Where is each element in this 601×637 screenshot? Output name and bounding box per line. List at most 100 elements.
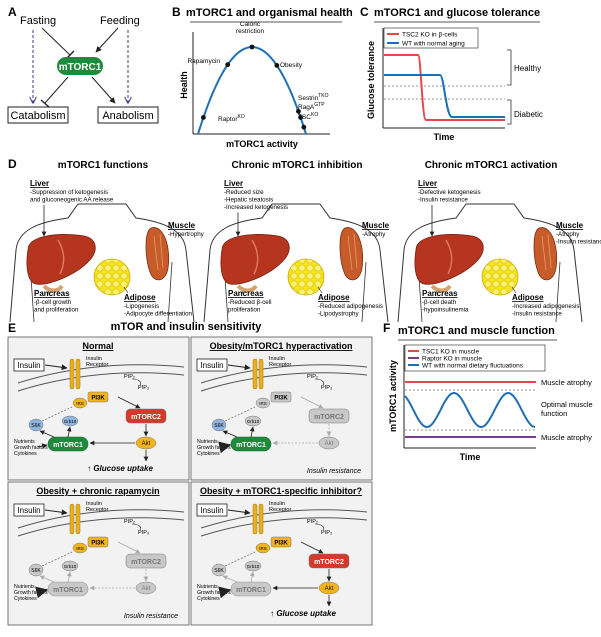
signaling-quadrant-3: Obesity + mTORC1-specific inhibitor?Insu… (190, 481, 373, 626)
muscle-line: -Atrophy (556, 231, 580, 238)
raga-gtp-sup: GTP (314, 102, 325, 108)
akt-label: Akt (325, 441, 334, 447)
nutrients-arrow (37, 443, 48, 449)
panel-c-letter: C (360, 5, 369, 19)
cytokines-label: Cytokines (14, 596, 37, 602)
quadrant-title: Obesity + mTORC1-specific inhibitor? (200, 486, 362, 496)
mtorc1-label: mTORC1 (236, 442, 266, 449)
growth-factors-label: Growth factors (197, 445, 231, 451)
liver-line: -Insulin resistance (418, 197, 468, 204)
insulin-box (196, 503, 228, 517)
irs-node (72, 397, 88, 409)
pi3k-label: PI3K (91, 396, 105, 402)
legend-tsc1-label: TSC1 KO in muscle (422, 349, 479, 356)
pip2-label: PIP₂ (124, 519, 135, 525)
quadrant-title: Obesity/mTORC1 hyperactivation (210, 341, 353, 351)
cytokines-label: Cytokines (197, 596, 220, 602)
pancreas-line: -Reduced β-cell (228, 299, 271, 306)
outcome-label: Insulin resistance (307, 468, 361, 475)
grb10-node (244, 560, 262, 572)
nutrients-arrow (35, 586, 49, 599)
column-title: Chronic mTORC1 inhibition (232, 160, 363, 171)
panel-c-legend (383, 27, 479, 49)
panel-e: E mTOR and insulin sensitivity NormalIns… (7, 321, 373, 626)
panel-a-letter: A (8, 5, 17, 19)
raptor-ko-text: Raptor (218, 116, 238, 123)
raga-gtp-text: RagA (298, 104, 315, 111)
adipose-title: Adipose (124, 293, 156, 302)
pip-conversion-arrow (131, 378, 142, 386)
panel-b-xlabel: mTORC1 activity (226, 139, 298, 149)
mtorc2-label: mTORC2 (131, 414, 161, 421)
pip3-mtorc2-arrow (117, 541, 141, 554)
insulin-arrow (44, 509, 68, 516)
tsc-ko-sup: KO (311, 112, 318, 118)
muscle-organ (339, 227, 364, 281)
diabetic-label: Diabetic (514, 110, 543, 119)
s6k-label: S6K (31, 568, 41, 574)
akt-node (135, 436, 157, 450)
muscle-title: Muscle (556, 221, 584, 230)
healthy-label: Healthy (514, 64, 541, 73)
irs-node (255, 542, 271, 554)
s6k-label: S6K (31, 423, 41, 429)
mtorc1-grb10-arrow (249, 426, 255, 438)
panel-b: B mTORC1 and organismal health Health mT… (172, 5, 353, 149)
mtorc1-grb10-arrow (249, 571, 255, 583)
mtorc1-s6k-arrow (39, 430, 55, 438)
insulin-label: Insulin (17, 506, 40, 515)
grb10-label: Grb10 (64, 564, 77, 569)
pancreas-line: -β-cell growth (34, 299, 72, 306)
irs-label: IRS (259, 546, 267, 551)
panel-e-letter: E (8, 321, 16, 335)
mtorc2-node (308, 553, 350, 569)
mtorc1-s6k-arrow (39, 575, 55, 583)
receptor-bar-right (258, 358, 264, 390)
mtorc1-grb10-arrow (66, 571, 72, 583)
pi3k-label: PI3K (91, 541, 105, 547)
liver-organ (26, 234, 96, 285)
membrane-outer (200, 509, 368, 529)
liver-title: Liver (30, 179, 49, 188)
grb10-node (244, 415, 262, 427)
legend-raptor-label: Raptor KO in muscle (422, 356, 482, 363)
receptor-bar-left (252, 503, 258, 535)
pip3-mtorc2-arrow (117, 396, 141, 409)
s6k-label: S6K (214, 423, 224, 429)
mtorc1-label: mTORC1 (53, 442, 83, 449)
caloric-restriction-text: Caloric (240, 21, 261, 28)
insulin-box (196, 358, 228, 372)
pi3k-node (270, 536, 292, 548)
grb10-label: Grb10 (64, 419, 77, 424)
nutrients-label: Nutrients (197, 439, 218, 445)
wt-aging-curve (384, 74, 505, 118)
pip2-label: PIP₂ (307, 374, 318, 380)
pancreas-line: proliferation (228, 307, 261, 314)
panel-d-letter: D (8, 157, 17, 171)
insulin-arrow (44, 364, 68, 371)
liver-highlight (251, 239, 259, 275)
liver-line: and gluconeogenic AA release (30, 197, 114, 204)
adipose-title: Adipose (512, 293, 544, 302)
muscle-title: Muscle (362, 221, 390, 230)
s6k-node (28, 418, 44, 432)
panel-f-legend (404, 344, 546, 372)
nutrients-label: Nutrients (14, 584, 35, 590)
receptor-bar-left (69, 503, 75, 535)
mtorc1-node (57, 57, 103, 75)
receptor-label-1: Insulin (86, 356, 102, 362)
akt-node (135, 581, 157, 595)
feeding-arrow (95, 27, 119, 53)
grb10-label: Grb10 (247, 564, 260, 569)
pancreas-line: and proliferation (34, 307, 79, 314)
pancreas-title: Pancreas (34, 289, 70, 298)
nutrients-arrow (218, 586, 232, 599)
receptor-label-2: Receptor (86, 362, 108, 368)
grb10-node (61, 560, 79, 572)
pip3-label: PIP₃ (138, 530, 149, 536)
liver-line: -Hepatic steatosis (224, 197, 273, 204)
pancreas-line: -β-cell death (422, 299, 457, 306)
membrane-inner (17, 372, 185, 392)
rapamycin-label: Rapamycin (187, 58, 220, 65)
